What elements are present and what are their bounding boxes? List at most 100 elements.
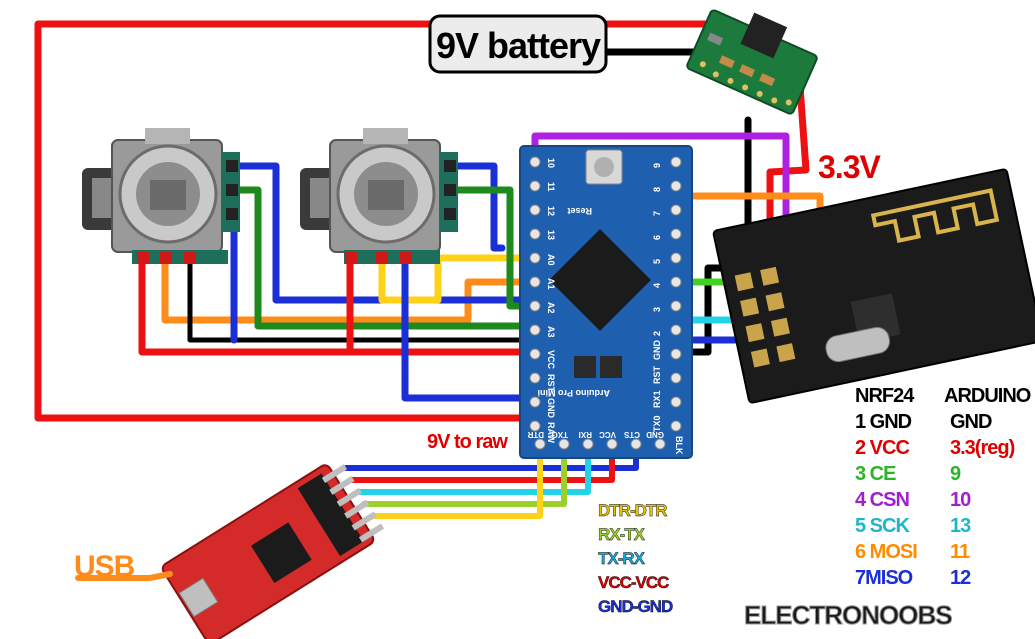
arduino-pin-label: 4 xyxy=(652,283,662,288)
pin-table-arduino-cell: 10 xyxy=(950,489,971,511)
arduino-pin-label: TX0 xyxy=(652,415,662,432)
nrf24-module xyxy=(712,168,1035,404)
arduino-pin-pad xyxy=(529,252,541,264)
arduino-pin-label: 2 xyxy=(652,331,662,336)
arduino-pin-pad xyxy=(670,300,682,312)
arduino-pin-pad xyxy=(529,204,541,216)
arduino-pin-label: GND xyxy=(652,340,662,361)
pin-table-nrf-cell: 5 SCK xyxy=(855,515,910,537)
pin-table-header-arduino: ARDUINO xyxy=(944,385,1031,407)
arduino-pin-label: 8 xyxy=(652,187,662,192)
arduino-pin-label: CTS xyxy=(623,430,640,439)
arduino-pin-pad xyxy=(670,372,682,384)
voltage-label: 3.3V xyxy=(818,149,881,185)
arduino-pin-label: A0 xyxy=(546,254,556,266)
usb-label: USB xyxy=(74,550,135,583)
arduino-pin-pad xyxy=(670,276,682,288)
wire-j1-green xyxy=(230,186,540,330)
raw-note: 9V to raw xyxy=(427,431,508,453)
battery: 9V battery xyxy=(428,14,608,74)
arduino-pin-label: 13 xyxy=(546,230,556,240)
arduino-pin-label: RAW xyxy=(546,422,556,444)
arduino-pin-pad xyxy=(654,438,666,450)
arduino-pin-label: 11 xyxy=(546,182,556,192)
arduino-pin-label: 10 xyxy=(546,158,556,168)
arduino-pin-pad xyxy=(529,372,541,384)
arduino-pin-label: A1 xyxy=(546,278,556,290)
ftdi-legend-item: DTR-DTR xyxy=(598,501,667,520)
arduino-pin-pad xyxy=(670,324,682,336)
blk-label: BLK xyxy=(674,436,684,455)
wire-battery-positive xyxy=(34,20,734,422)
arduino-pin-label: GND xyxy=(546,398,556,419)
arduino-pin-label: TXO xyxy=(552,430,568,439)
arduino-pin-pad xyxy=(670,156,682,168)
arduino-pin-pad xyxy=(529,228,541,240)
pin-table-arduino-cell: 3.3(reg) xyxy=(950,437,1015,459)
pin-table-arduino-cell: 12 xyxy=(950,567,971,589)
pin-table-arduino-cell: 13 xyxy=(950,515,971,537)
arduino-pin-label: RST xyxy=(546,374,556,393)
joystick-1 xyxy=(82,128,240,264)
arduino-pin-pad xyxy=(529,180,541,192)
arduino-pin-pad xyxy=(670,252,682,264)
wire-j2-yellow xyxy=(378,254,540,304)
wire-reg-gnd xyxy=(676,116,752,356)
arduino-pin-label: VCC xyxy=(599,430,616,439)
arduino-pin-pad xyxy=(529,300,541,312)
arduino-pin-label: RST xyxy=(652,365,662,384)
arduino-pin-pad xyxy=(534,438,546,450)
board-name: Arduino Pro Mini xyxy=(538,388,611,398)
wire-ftdi-dtr xyxy=(369,437,543,519)
arduino-pin-pad xyxy=(558,438,570,450)
arduino-pin-pad xyxy=(529,396,541,408)
arduino-pin-pad xyxy=(529,156,541,168)
arduino-pin-pad xyxy=(670,180,682,192)
arduino-pin-label: 6 xyxy=(652,235,662,240)
ftdi-adapter xyxy=(161,464,385,639)
arduino-pin-pad xyxy=(606,438,618,450)
wire-j2-black xyxy=(401,254,540,402)
arduino-pin-label: 3 xyxy=(652,307,662,312)
reset-label: Reset xyxy=(567,206,592,216)
arduino-pin-label: DTR xyxy=(527,430,544,439)
arduino-pin-label: RXI xyxy=(579,430,592,439)
arduino-pin-label: A2 xyxy=(546,302,556,314)
pin-table-arduino-cell: 9 xyxy=(950,463,961,485)
arduino-pin-label: A3 xyxy=(546,326,556,338)
pin-table-nrf-cell: 7MISO xyxy=(855,567,913,589)
arduino-pin-pad xyxy=(670,396,682,408)
arduino-pin-pad xyxy=(529,420,541,432)
watermark: ELECTRONOOBS xyxy=(744,600,952,630)
pin-table-nrf-cell: 6 MOSI xyxy=(855,541,917,563)
arduino-pin-pad xyxy=(529,348,541,360)
joystick-2 xyxy=(300,128,458,264)
arduino-pin-pad xyxy=(582,438,594,450)
wire-j2-blue-top xyxy=(446,162,506,252)
arduino-pin-pad xyxy=(670,228,682,240)
arduino-pin-pad xyxy=(630,438,642,450)
arduino-pin-label: 9 xyxy=(652,163,662,168)
battery-label: 9V battery xyxy=(436,25,601,66)
ftdi-legend-item: RX-TX xyxy=(598,525,646,544)
usb-arrow xyxy=(75,571,173,581)
pin-table-nrf-cell: 3 CE xyxy=(855,463,896,485)
pin-table-nrf-cell: 4 CSN xyxy=(855,489,909,511)
arduino-pin-label: 12 xyxy=(546,206,556,216)
wire-j1-orange xyxy=(161,254,539,324)
arduino-pin-label: 7 xyxy=(652,211,662,216)
wire-j1-black xyxy=(187,255,539,343)
ftdi-legend-item: GND-GND xyxy=(598,597,673,616)
arduino-pin-label: 5 xyxy=(652,259,662,264)
arduino-pin-label: VCC xyxy=(546,350,556,370)
arduino-pin-pad xyxy=(670,420,682,432)
arduino-pin-label: RX1 xyxy=(652,390,662,408)
arduino-pin-pad xyxy=(529,276,541,288)
ftdi-legend-item: TX-RX xyxy=(598,549,646,568)
